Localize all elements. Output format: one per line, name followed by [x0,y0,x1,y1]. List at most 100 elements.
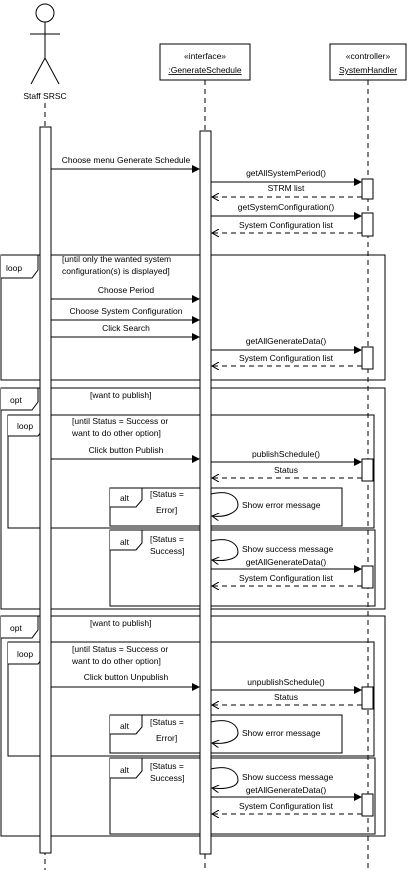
fragment-opt-1: opt [want to publish] [0,387,386,610]
message: getSystemConfiguration() [211,202,362,220]
fragment-guard: Error] [156,733,177,743]
fragment-loop-3: loop [until Status = Success or want to … [7,641,375,757]
message-label: Click button Unpublish [84,672,169,682]
return-message: System Configuration list [212,801,362,814]
message-label: getAllGenerateData() [246,336,326,346]
ctrl-activation [361,346,374,370]
message-label: Show error message [242,728,321,738]
message-label: publishSchedule() [252,449,320,459]
fragment-loop-2: loop [until Status = Success or want to … [7,414,375,529]
fragment-operator: alt [120,721,130,731]
self-message: Show error message [210,720,321,744]
return-message: System Configuration list [212,353,362,366]
message-label: System Configuration list [239,220,334,230]
fragment-operator: alt [120,493,130,503]
message-label: System Configuration list [239,573,334,583]
message: Choose System Configuration [51,306,200,324]
fragment-alt-3: alt [Status = Error] [109,714,343,754]
ui-activation [199,130,212,855]
ctrl-activation [361,686,374,710]
fragment-guard: Error] [156,505,177,515]
message: unpublishSchedule() [211,677,362,694]
fragment-alt-4: alt [Status = Success] [109,757,376,835]
return-message: STRM list [212,183,362,197]
fragment-guard: [want to publish] [90,390,151,400]
message-label: unpublishSchedule() [247,677,325,687]
lifeline-name-ui: :GenerateSchedule [168,65,242,75]
message: getAllGenerateData() [211,557,362,573]
return-message: System Configuration list [212,220,362,233]
message-label: Show success message [242,772,333,782]
fragment-guard: [until Status = Success or [72,416,168,426]
message: getAllGenerateData() [211,336,362,354]
message-label: System Configuration list [239,801,334,811]
message: publishSchedule() [211,449,362,466]
fragment-guard: Success] [150,773,185,783]
message: getAllGenerateData() [211,785,362,801]
message-label: Status [274,692,298,702]
ctrl-activation [361,458,374,482]
fragment-guard: [Status = [150,717,184,727]
actor-label: Staff SRSC [23,91,66,101]
fragment-guard: configuration(s) is displayed] [62,266,170,276]
fragment-guard: [until Status = Success or [72,644,168,654]
message: Click Search [51,323,200,341]
ctrl-activation [361,178,374,200]
fragment-guard: [Status = [150,761,184,771]
message-label: Status [274,465,298,475]
message-label: getSystemConfiguration() [238,202,335,212]
return-message: Status [212,692,362,705]
message-label: STRM list [268,183,305,193]
self-message: Show error message [210,492,321,517]
fragment-guard: [Status = [150,489,184,499]
stereotype-controller: «controller» [346,51,391,61]
fragment-alt-2: alt [Status = Success] [109,529,376,607]
stereotype-interface: «interface» [184,51,226,61]
fragment-operator: opt [10,623,22,633]
message-label: getAllSystemPeriod() [246,168,326,178]
message: Choose menu Generate Schedule [51,155,200,173]
fragment-guard: [want to publish] [90,618,151,628]
fragment-operator: alt [120,537,130,547]
fragment-opt-2: opt [want to publish] [0,615,386,837]
lifeline-generate-schedule: «interface» :GenerateSchedule [159,43,251,81]
message-label: Show error message [242,500,321,510]
fragment-loop-1: loop [until only the wanted system confi… [0,254,386,381]
actor-activation [39,126,52,854]
message-label: Choose System Configuration [70,306,183,316]
ctrl-activation [361,212,374,237]
fragment-operator: loop [17,649,33,659]
message-label: Click button Publish [89,445,164,455]
fragment-operator: opt [10,395,22,405]
message-label: System Configuration list [239,353,334,363]
message-label: Choose menu Generate Schedule [62,155,191,165]
fragment-operator: loop [17,421,33,431]
message: Click button Publish [51,445,200,463]
self-message: Show success message [210,767,333,789]
return-message: Status [212,465,362,478]
fragment-guard: want to do other option] [71,656,161,666]
fragment-guard: Success] [150,546,185,556]
message-label: getAllGenerateData() [246,557,326,567]
message: getAllSystemPeriod() [211,168,362,186]
fragment-operator: alt [120,765,130,775]
fragment-guard: [until only the wanted system [62,254,171,264]
self-message: Show success message [210,539,333,561]
actor-staff-srsc: Staff SRSC [23,3,67,101]
message-label: Show success message [242,544,333,554]
fragment-operator: loop [6,263,22,273]
return-message: System Configuration list [212,573,362,586]
message-label: Choose Period [98,285,155,295]
message-label: getAllGenerateData() [246,785,326,795]
fragment-guard: want to do other option] [71,428,161,438]
fragment-guard: [Status = [150,534,184,544]
lifeline-name-ctrl: SystemHandler [339,65,397,75]
message: Click button Unpublish [51,672,200,691]
lifeline-system-handler: «controller» SystemHandler [329,43,407,81]
message: Choose Period [51,285,200,303]
ctrl-activation [361,565,374,589]
message-label: Click Search [102,323,150,333]
fragment-alt-1: alt [Status = Error] [109,487,343,527]
ctrl-activation [361,793,374,817]
